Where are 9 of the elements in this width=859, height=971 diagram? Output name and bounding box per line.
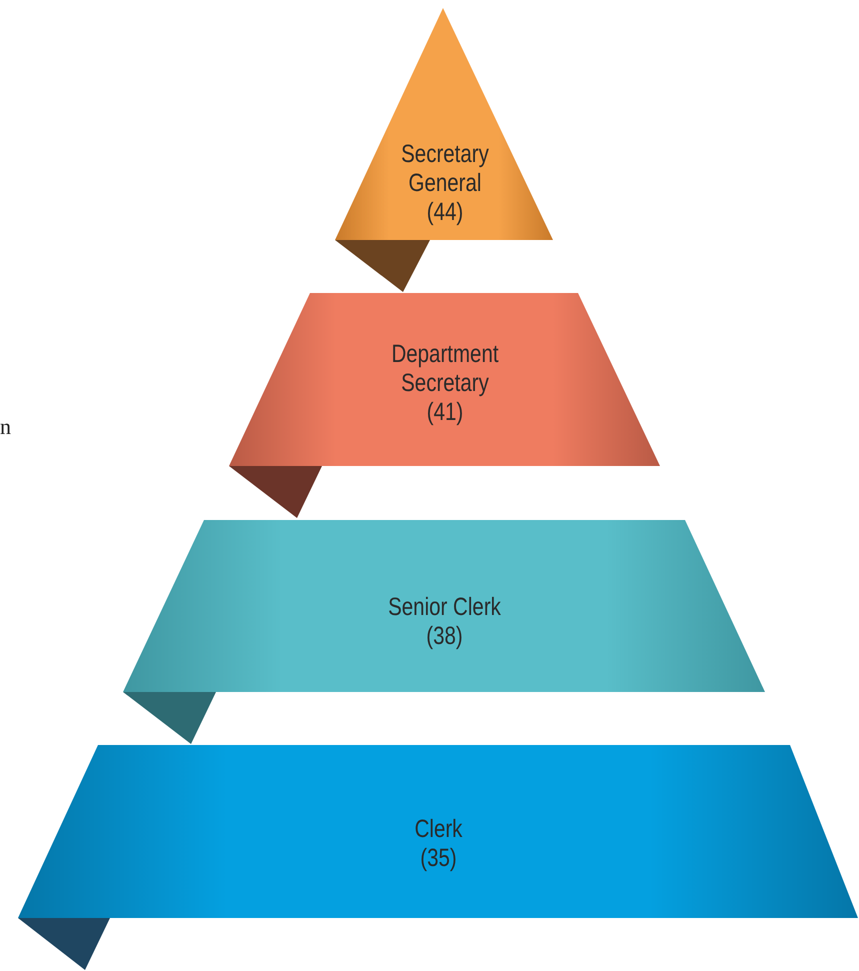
tier-label: (41)	[426, 398, 464, 427]
text-fragment: n	[0, 414, 11, 440]
tier-label: (38)	[426, 622, 463, 651]
tier-label: Department Secretary	[390, 340, 500, 398]
tier-label: Senior Clerk	[388, 593, 501, 622]
tier-label: (35)	[420, 844, 457, 873]
tier-label: Clerk	[414, 815, 462, 844]
tier-label: Secretary General	[400, 140, 490, 198]
tier-label: (44)	[426, 198, 464, 227]
